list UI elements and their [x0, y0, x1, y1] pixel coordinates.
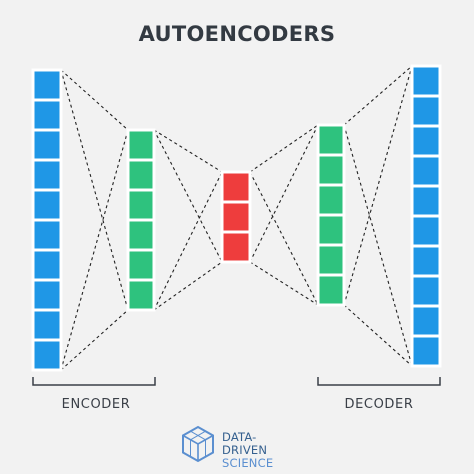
- layer-decoder-hidden: [316, 123, 346, 307]
- neuron-cell: [126, 128, 156, 162]
- connection-line: [249, 124, 319, 263]
- neuron-cell: [31, 188, 63, 222]
- neuron-cell: [316, 273, 346, 307]
- connection-line: [343, 65, 413, 306]
- neuron-cell: [316, 123, 346, 157]
- neuron-cell: [316, 213, 346, 247]
- decoder-label: DECODER: [344, 397, 414, 412]
- neuron-cell: [220, 170, 252, 204]
- connection-line: [60, 309, 129, 371]
- neuron-cell: [126, 188, 156, 222]
- layer-encoder-hidden: [126, 128, 156, 312]
- connections: [60, 65, 413, 371]
- layer-input: [31, 68, 63, 372]
- neuron-cell: [316, 243, 346, 277]
- neuron-cell: [410, 64, 442, 98]
- decoder-bracket: [317, 377, 441, 386]
- neuron-cell: [410, 334, 442, 368]
- neuron-cell: [31, 68, 63, 102]
- neuron-cell: [31, 308, 63, 342]
- connection-line: [60, 69, 129, 311]
- neuron-cell: [126, 248, 156, 282]
- encoder-label: ENCODER: [61, 397, 131, 412]
- connection-line: [343, 65, 413, 126]
- connection-line: [343, 304, 413, 367]
- neuron-cell: [31, 218, 63, 252]
- logo-line-2: SCIENCE: [222, 456, 274, 470]
- neuron-cell: [410, 274, 442, 308]
- neuron-cell: [410, 244, 442, 278]
- connection-line: [343, 124, 413, 367]
- connection-line: [249, 124, 319, 173]
- neuron-cell: [410, 94, 442, 128]
- neuron-cell: [410, 214, 442, 248]
- connection-line: [153, 129, 223, 263]
- neuron-cell: [410, 154, 442, 188]
- connection-line: [249, 261, 319, 306]
- neuron-cell: [31, 128, 63, 162]
- neuron-cell: [31, 158, 63, 192]
- logo-text: DATA-DRIVEN SCIENCE: [222, 431, 300, 470]
- neuron-cell: [31, 98, 63, 132]
- neuron-cell: [126, 218, 156, 252]
- connection-line: [153, 129, 223, 173]
- encoder-bracket: [32, 377, 156, 386]
- neuron-cell: [126, 158, 156, 192]
- neuron-cell: [316, 183, 346, 217]
- layer-output: [410, 64, 442, 368]
- connection-line: [249, 171, 319, 306]
- neuron-cell: [31, 338, 63, 372]
- connection-line: [153, 261, 223, 311]
- neuron-cell: [31, 248, 63, 282]
- neuron-cell: [220, 200, 252, 234]
- neuron-cell: [410, 304, 442, 338]
- connection-line: [153, 171, 223, 311]
- cube-logo-icon: [182, 425, 214, 463]
- neuron-cell: [410, 124, 442, 158]
- neuron-cell: [126, 278, 156, 312]
- neuron-cell: [410, 184, 442, 218]
- neuron-cell: [31, 278, 63, 312]
- layer-bottleneck: [220, 170, 252, 264]
- logo-line-1: DATA-DRIVEN: [222, 430, 268, 457]
- connection-line: [60, 69, 129, 131]
- diagram-title: AUTOENCODERS: [138, 22, 336, 46]
- connection-line: [60, 129, 129, 371]
- data-driven-science-logo: DATA-DRIVEN SCIENCE: [180, 424, 300, 470]
- neuron-cell: [316, 153, 346, 187]
- neuron-cell: [220, 230, 252, 264]
